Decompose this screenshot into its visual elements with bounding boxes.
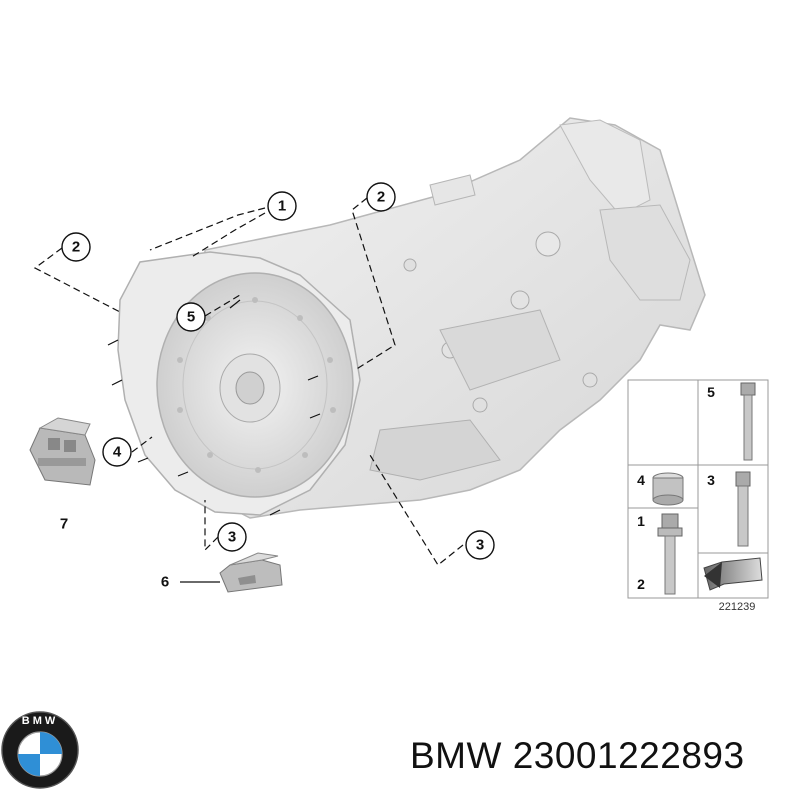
diagram-id: 221239 xyxy=(719,601,756,613)
parts-legend: 5 4 3 1 2 221239 xyxy=(627,379,769,613)
leader-lines xyxy=(33,197,464,566)
callout-1-label: 1 xyxy=(278,198,286,215)
part-caption: BMW 23001222893 xyxy=(410,735,745,776)
part-6-label: 6 xyxy=(161,574,169,591)
part-7-mount: 7 xyxy=(29,417,96,533)
callout-5: 5 xyxy=(176,302,206,332)
bmw-logo: BMW xyxy=(1,711,79,789)
callout-4: 4 xyxy=(102,437,132,467)
callout-3-lower: 3 xyxy=(217,522,247,552)
legend-label-3: 3 xyxy=(707,472,715,488)
legend-label-5: 5 xyxy=(707,384,715,400)
callout-2-top: 2 xyxy=(366,182,396,212)
legend-bolt-1-2: 1 2 xyxy=(637,513,683,595)
transmission-illustration xyxy=(117,117,706,519)
callout-2-left: 2 xyxy=(61,232,91,262)
callout-3-right: 3 xyxy=(465,530,495,560)
callout-4-label: 4 xyxy=(113,444,122,461)
callout-1: 1 xyxy=(267,191,297,221)
legend-label-4: 4 xyxy=(637,472,645,488)
arrow-icon xyxy=(703,557,763,591)
bmw-logo-text: BMW xyxy=(22,715,59,727)
legend-label-2: 2 xyxy=(637,576,645,592)
legend-label-1: 1 xyxy=(637,513,645,529)
legend-bolt-3: 3 xyxy=(707,471,751,547)
part-6-bracket: 6 xyxy=(161,552,283,593)
legend-bolt-5: 5 xyxy=(707,382,756,461)
part-7-label: 7 xyxy=(60,516,68,533)
callout-2-top-label: 2 xyxy=(377,189,385,206)
callout-2-left-label: 2 xyxy=(72,239,80,256)
legend-sleeve-4: 4 xyxy=(637,472,684,506)
callout-3-lower-label: 3 xyxy=(228,529,236,546)
callout-3-right-label: 3 xyxy=(476,537,484,554)
callout-5-label: 5 xyxy=(187,309,195,326)
